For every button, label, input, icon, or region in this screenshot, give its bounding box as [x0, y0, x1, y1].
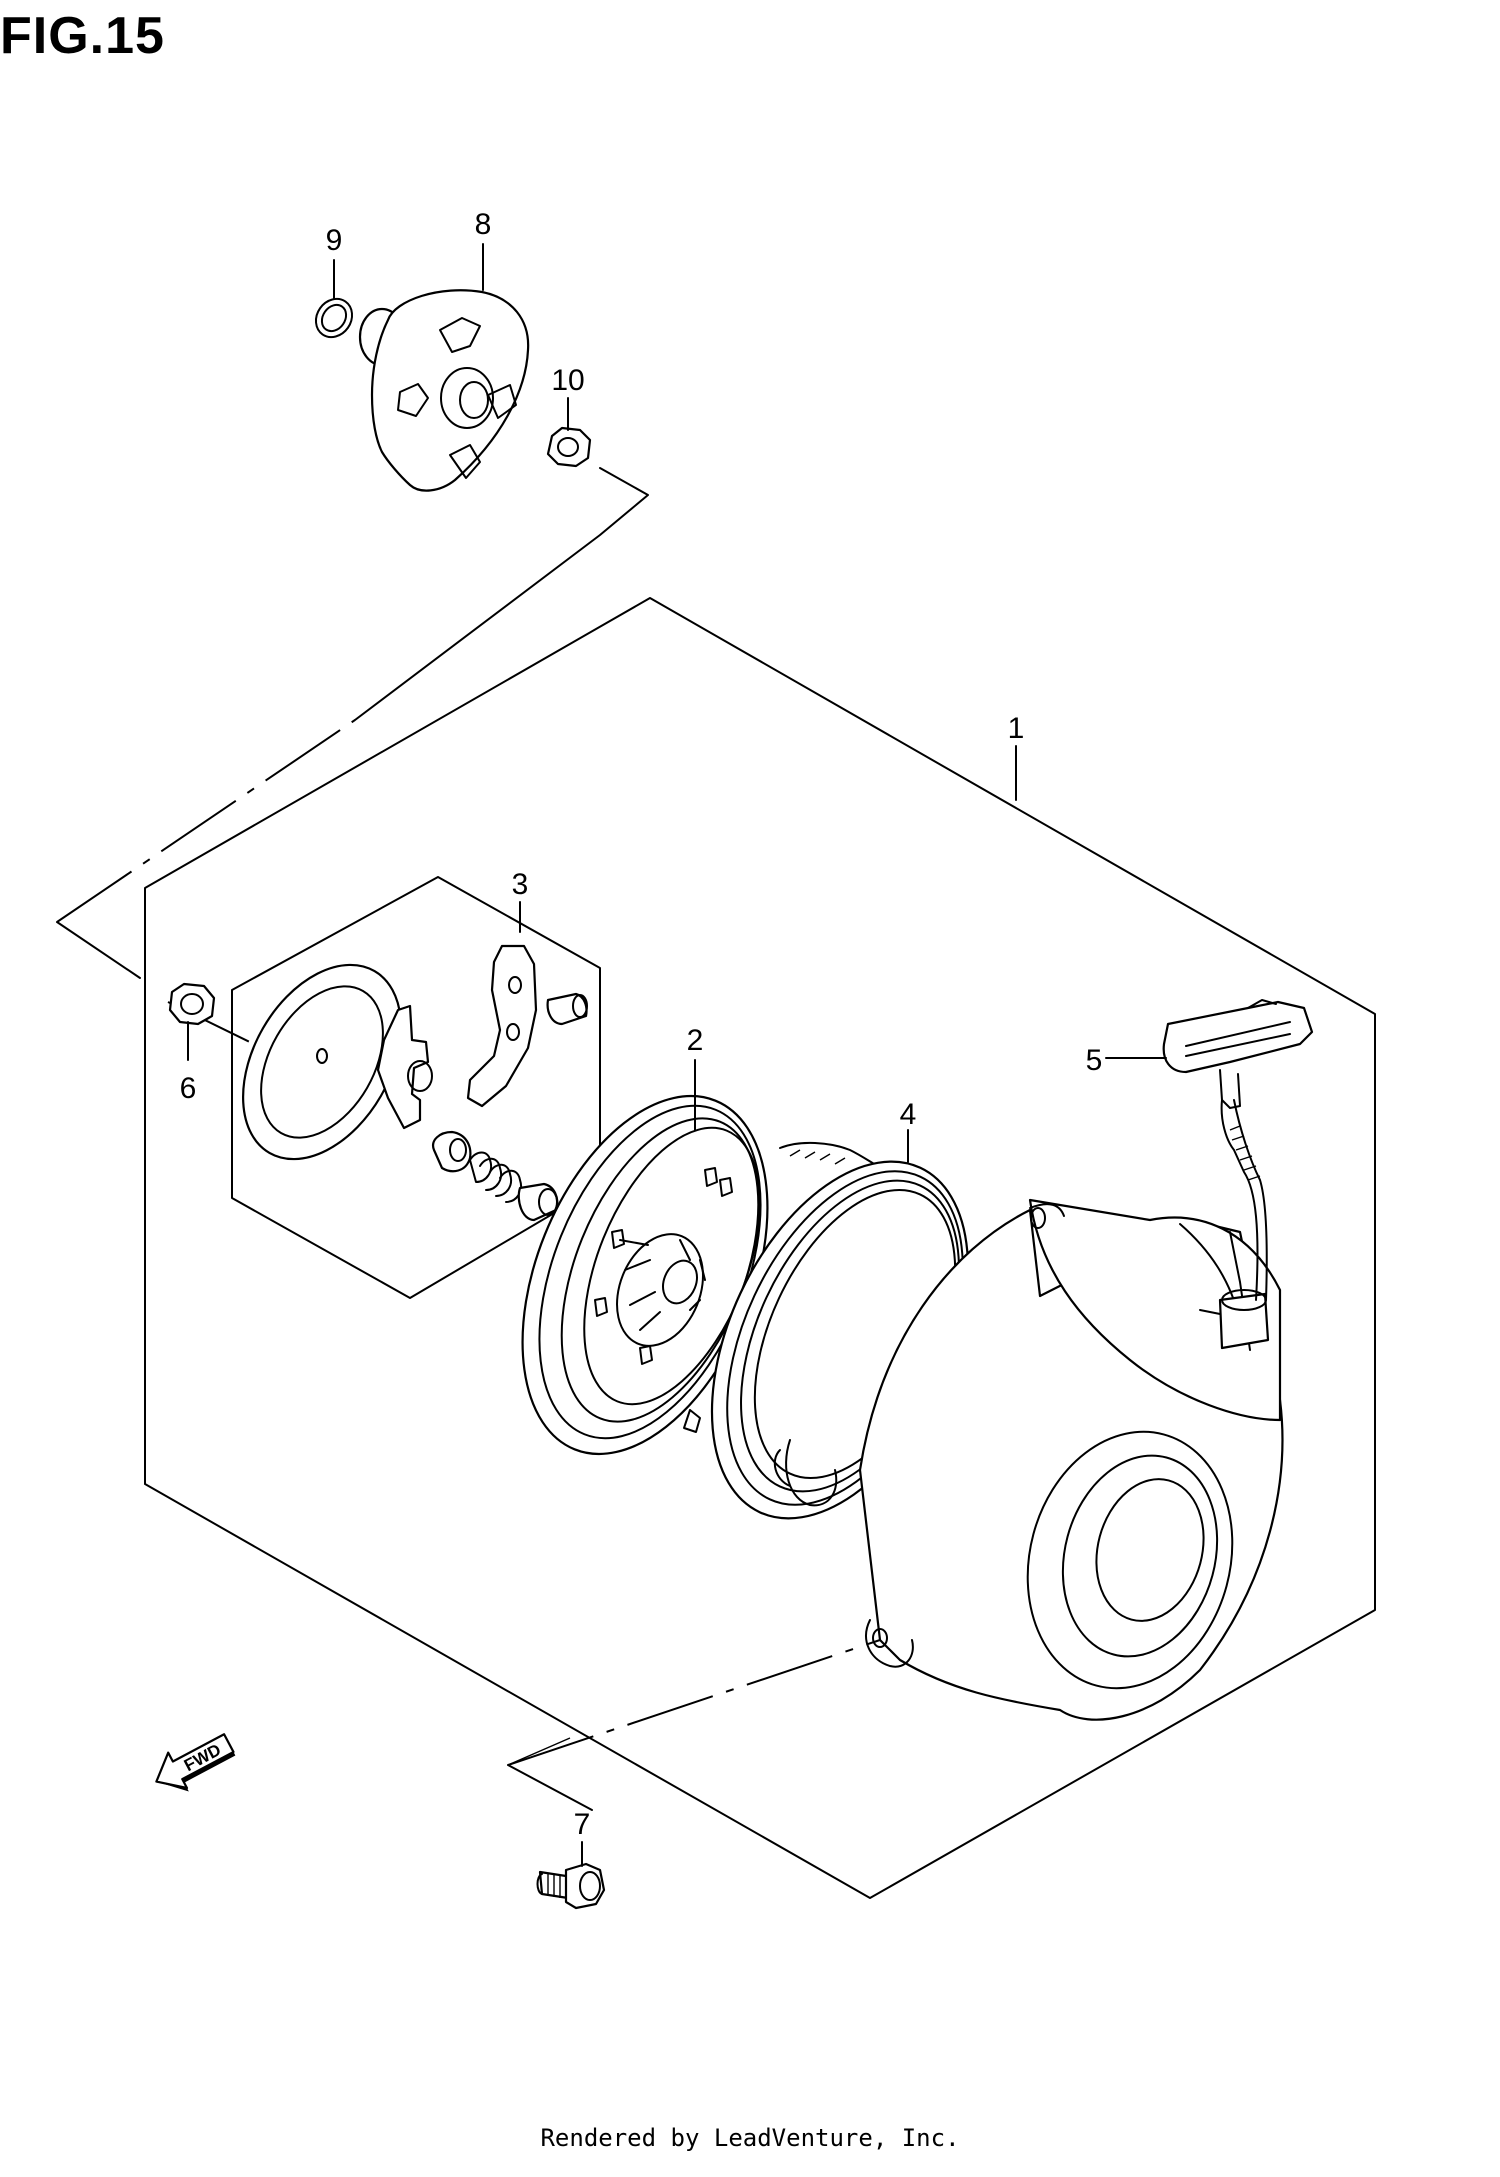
callout-7: 7: [574, 1808, 591, 1841]
o-ring-part: [314, 297, 354, 339]
bolt-part: [536, 1862, 606, 1910]
center-lines: [56, 467, 881, 1811]
callout-8: 8: [475, 208, 492, 241]
callout-1: 1: [1008, 712, 1025, 745]
callout-3: 3: [512, 868, 529, 901]
callout-6: 6: [180, 1072, 197, 1105]
nut-part-10: [546, 426, 592, 468]
callout-2: 2: [687, 1024, 704, 1057]
reel-part: [521, 1094, 891, 1456]
leader-lines: [187, 243, 1167, 1867]
pulley-part: [358, 289, 530, 492]
handle-part: [1162, 999, 1314, 1301]
nut-part-6: [168, 982, 216, 1026]
callout-9: 9: [326, 224, 343, 257]
callout-5: 5: [1086, 1044, 1103, 1077]
arrow-left-down-icon: FWD: [155, 1733, 236, 1792]
callout-labels: 1 2 3 4 5 6 7 8 9 10: [180, 208, 1103, 1841]
housing-part: [858, 1198, 1284, 1721]
callout-4: 4: [900, 1098, 917, 1131]
figure-title: FIG.15: [0, 7, 165, 65]
callout-10: 10: [551, 364, 584, 397]
ratchet-set-parts: [242, 944, 588, 1222]
assembly-outline: [144, 597, 1376, 1899]
render-credit: Rendered by LeadVenture, Inc.: [540, 2124, 960, 2152]
